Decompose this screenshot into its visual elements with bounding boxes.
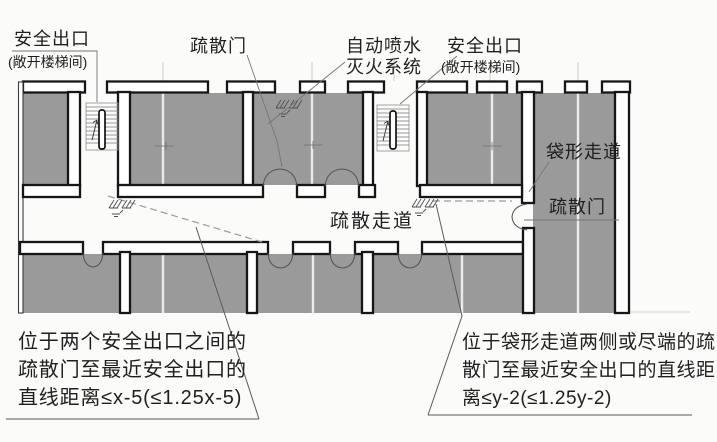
label-exit-left: 安全出口 xyxy=(14,29,90,49)
doors-layer xyxy=(82,168,528,269)
label-door-top: 疏散门 xyxy=(190,36,247,56)
leader-dead-end-corridor xyxy=(528,161,550,193)
leader-sprinkler xyxy=(267,61,346,125)
double-swing-door xyxy=(324,168,360,187)
double-swing-door xyxy=(82,252,104,268)
stair-direction-arrow xyxy=(91,119,98,141)
room-bottom-3 xyxy=(257,254,362,313)
callout-left-slant xyxy=(195,226,260,420)
leader-exit-right xyxy=(399,55,458,105)
leader-lines xyxy=(12,50,619,221)
annotation-dead-end: 位于袋形走道两侧或尽端的疏 散门至最近安全出口的直线距 离≤y-2(≤1.25y… xyxy=(462,331,716,409)
annotation-between-exits: 位于两个安全出口之间的 疏散门至最近安全出口的 直线距离≤x-5(≤1.25x-… xyxy=(18,330,247,409)
sprinkler-symbol xyxy=(108,199,136,217)
room-top-4 xyxy=(427,93,522,185)
labels-layer: 安全出口 (敞开楼梯间) 疏散门 自动喷水 灭火系统 安全出口 (敞开楼梯间) … xyxy=(8,29,622,232)
annotation-line: 直线距离≤x-5(≤1.25x-5) xyxy=(18,386,242,409)
label-door-right: 疏散门 xyxy=(549,197,606,217)
double-swing-door xyxy=(267,252,294,269)
rooms-layer xyxy=(20,93,615,313)
label-exit-left-sub: (敞开楼梯间) xyxy=(8,54,87,70)
stair-handrail xyxy=(98,109,106,150)
stair-handrail xyxy=(389,110,397,150)
label-sprinkler-line2: 灭火系统 xyxy=(346,57,422,77)
annotation-line: 位于袋形走道两侧或尽端的疏 xyxy=(462,331,716,353)
stairwell-right xyxy=(376,104,410,152)
room-top-3 xyxy=(253,93,363,185)
leader-door-top xyxy=(246,54,283,168)
double-swing-door xyxy=(329,252,356,269)
stairwell-left xyxy=(85,102,119,151)
label-exit-right-sub: (敞开楼梯间) xyxy=(441,59,520,75)
room-right-tall xyxy=(533,93,615,313)
double-swing-door xyxy=(262,168,298,187)
annotation-callouts xyxy=(6,203,692,420)
callout-right-slant xyxy=(427,203,463,416)
room-top-1 xyxy=(23,93,68,185)
stair-direction-arrow xyxy=(382,120,389,142)
travel-paths xyxy=(107,195,512,243)
room-bottom-4 xyxy=(373,254,523,313)
right-exterior-wall xyxy=(613,90,631,315)
dead-end-evacuation-door xyxy=(511,203,528,231)
travel-path-between-exits xyxy=(107,195,263,243)
annotation-line: 散门至最近安全出口的直线距 xyxy=(462,359,716,381)
walls-layer xyxy=(17,80,690,315)
label-corridor: 疏散走道 xyxy=(330,210,414,232)
double-swing-door xyxy=(397,252,423,269)
annotation-line: 疏散门至最近安全出口的 xyxy=(18,358,247,381)
centreline-cross xyxy=(155,141,502,150)
room-bottom-2 xyxy=(130,254,247,313)
label-dead-end-corridor: 袋形走道 xyxy=(546,142,622,162)
label-sprinkler-line1: 自动喷水 xyxy=(346,36,422,56)
annotation-line: 离≤y-2(≤1.25y-2) xyxy=(462,387,612,409)
leader-exit-left xyxy=(12,50,98,102)
annotation-line: 位于两个安全出口之间的 xyxy=(18,330,247,353)
room-top-2 xyxy=(130,93,243,185)
grid-lines xyxy=(155,60,580,313)
label-exit-right: 安全出口 xyxy=(447,36,523,56)
room-bottom-1 xyxy=(20,254,120,313)
sprinkler-symbol xyxy=(411,198,439,216)
sprinkler-symbol xyxy=(275,99,303,117)
